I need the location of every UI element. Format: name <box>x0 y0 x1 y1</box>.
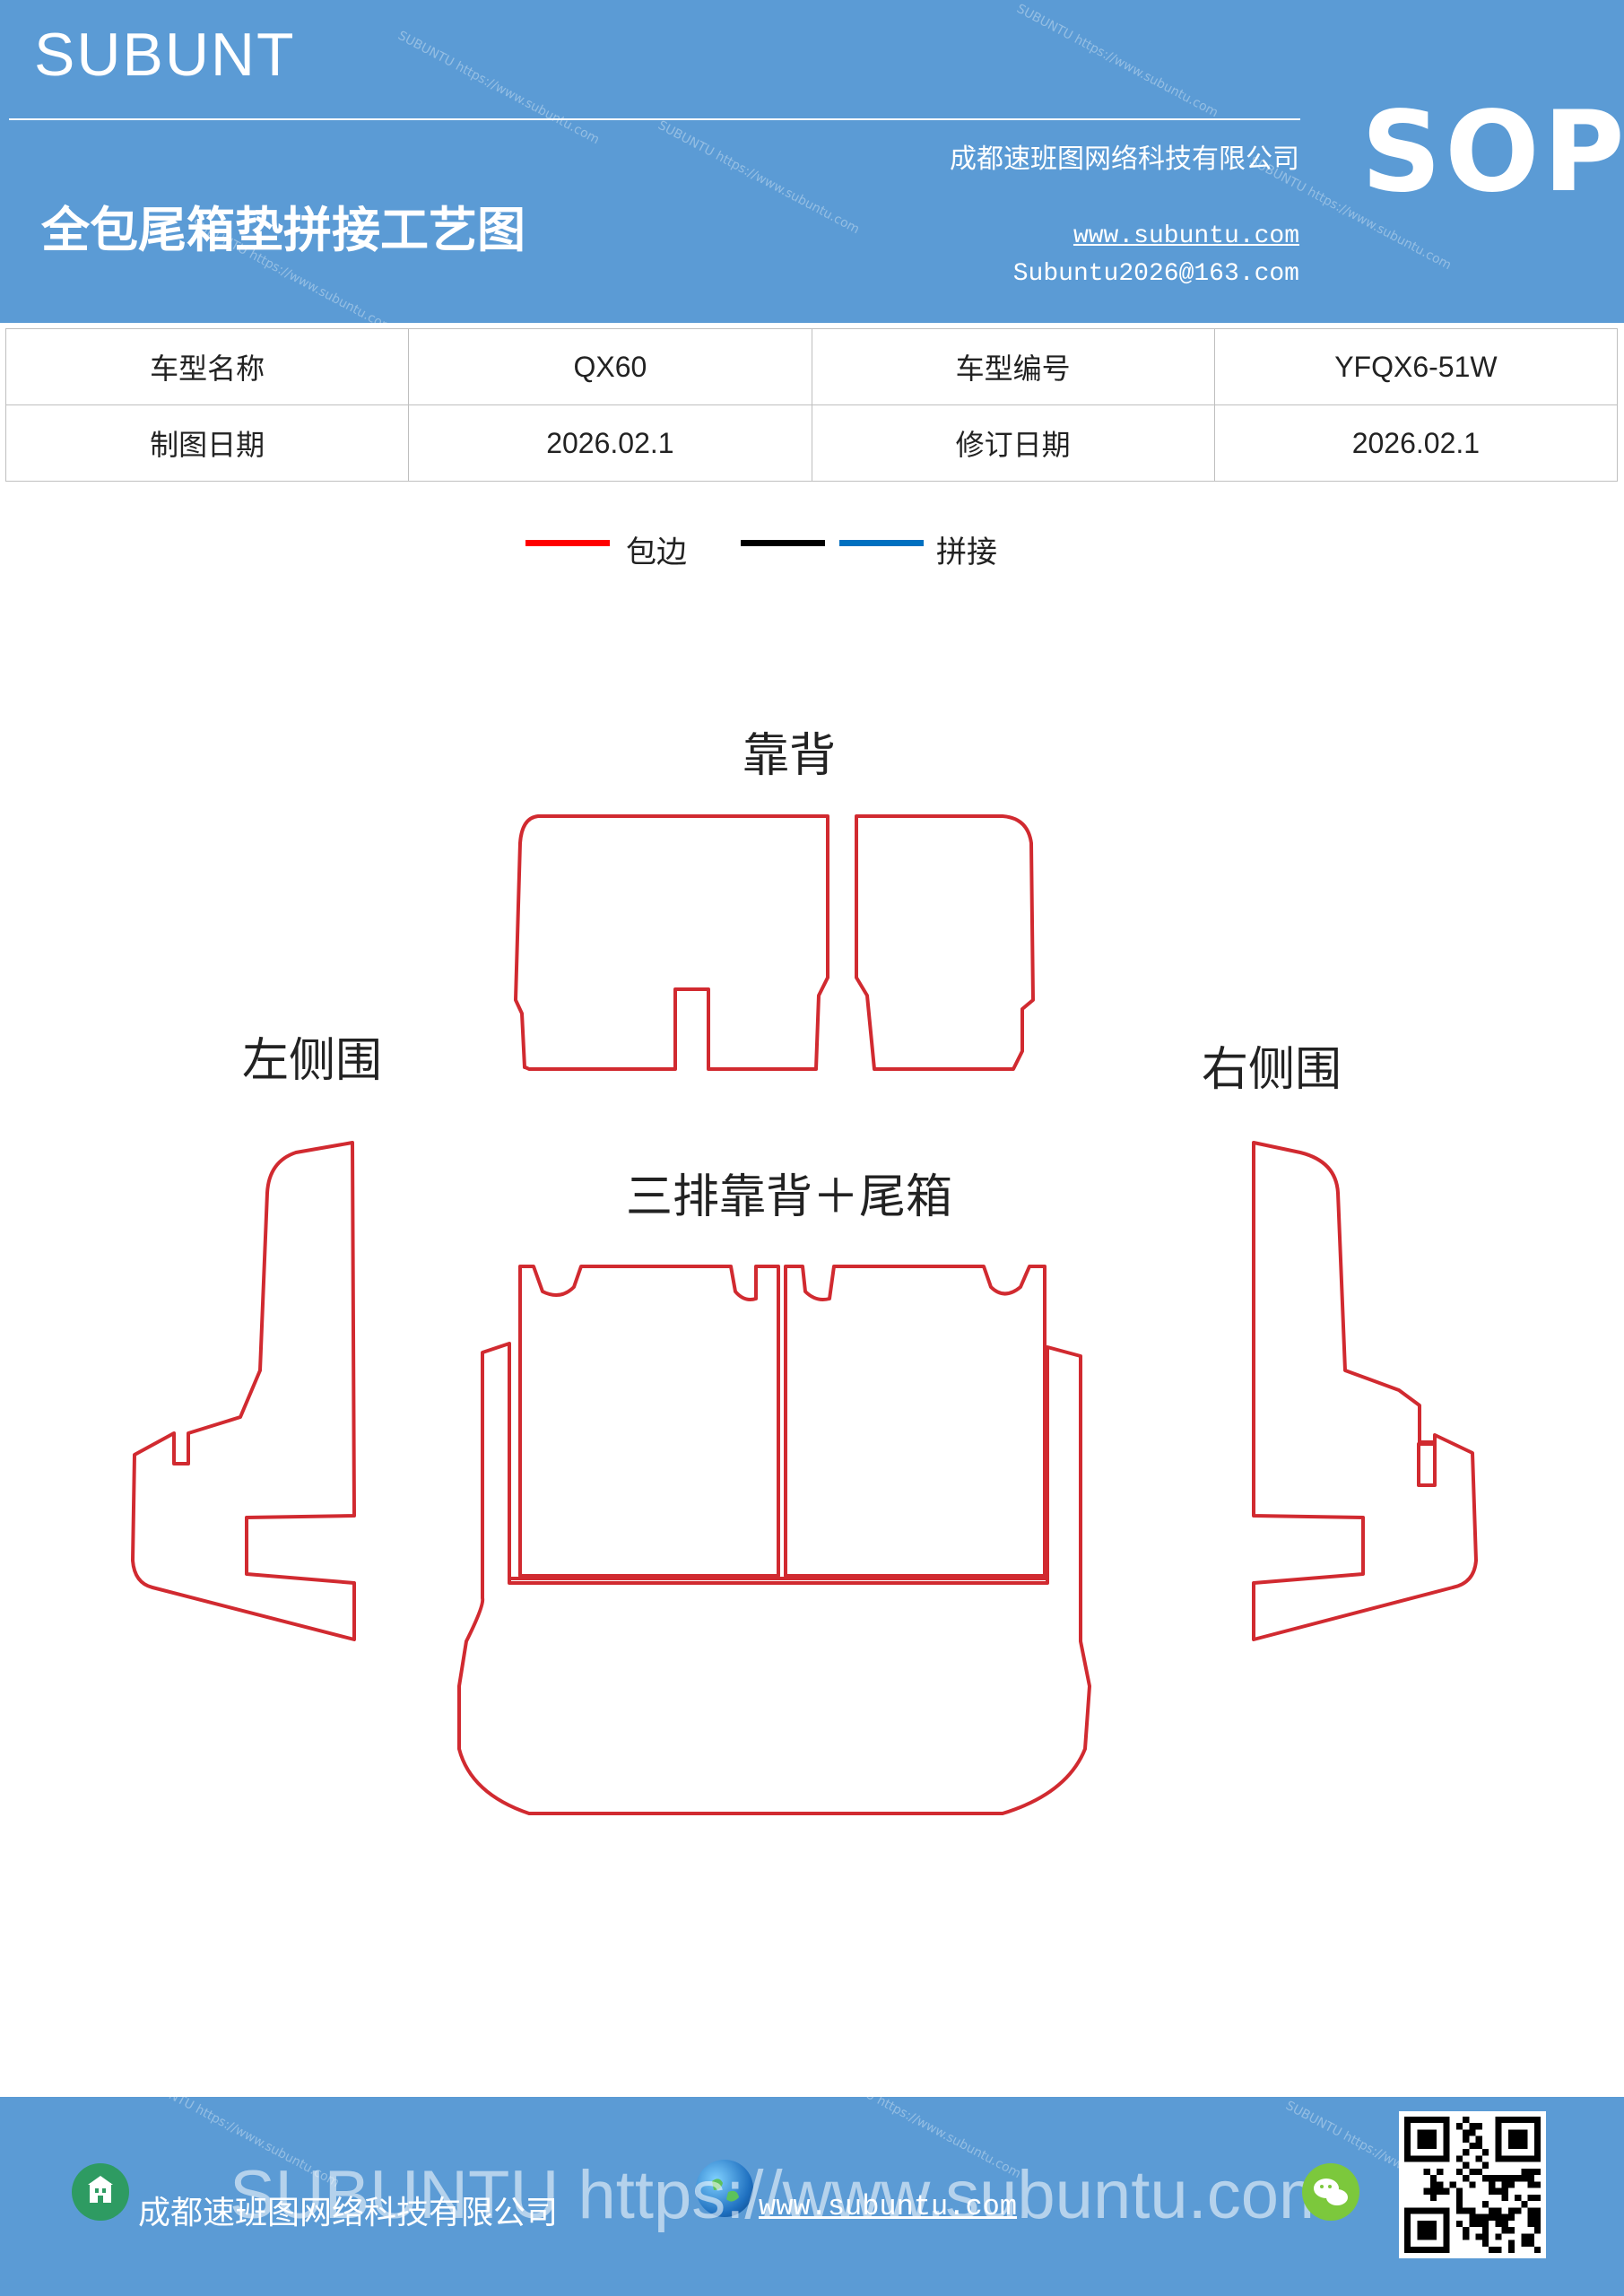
wechat-icon <box>1302 2163 1359 2221</box>
model-code-label: 车型编号 <box>811 328 1215 405</box>
label-right-side: 右侧围 <box>1202 1043 1342 1097</box>
watermark: SUBUNTU https://www.subuntu.com <box>1013 1 1220 121</box>
watermark: SUBUNTU https://www.subuntu.com <box>395 28 602 148</box>
globe-icon <box>696 2160 753 2217</box>
vehicle-info-table: 车型名称 QX60 车型编号 YFQX6-51W 制图日期 2026.02.1 … <box>4 328 1619 482</box>
revision-date-value: 2026.02.1 <box>1213 404 1619 482</box>
footer-website-link[interactable]: www.subuntu.com <box>759 2190 1018 2223</box>
model-code-value: YFQX6-51W <box>1213 328 1619 405</box>
qr-code <box>1399 2111 1546 2258</box>
trunk-floor-outer <box>457 1342 1091 1815</box>
label-third-row-trunk: 三排靠背＋尾箱 <box>626 1170 952 1224</box>
mat-layout-diagram: 靠背 左侧围 右侧围 三排靠背＋尾箱 <box>131 729 1478 1815</box>
legend-swatch-edging <box>525 540 610 546</box>
footer-watermark-text: SUBUNTU https://www.subuntu.com <box>230 2157 1336 2233</box>
model-name-value: QX60 <box>408 328 812 405</box>
left-side-panel <box>131 1141 356 1641</box>
building-icon <box>72 2163 129 2221</box>
footer-banner: SUBUNTU https://www.subuntu.com SUBUNTU … <box>0 2097 1624 2296</box>
watermark: SUBUNTU https://www.subuntu.com <box>655 117 862 238</box>
third-row-backrest-right <box>784 1265 1046 1578</box>
legend-swatch-black <box>741 540 825 546</box>
revision-date-label: 修订日期 <box>811 404 1215 482</box>
table-row: 制图日期 2026.02.1 修订日期 2026.02.1 <box>4 404 1619 482</box>
backrest-right-piece <box>855 814 1035 1071</box>
sop-badge: SOP <box>1361 88 1624 217</box>
legend-label-edging: 包边 <box>626 535 687 570</box>
model-name-label: 车型名称 <box>4 328 410 405</box>
website-link[interactable]: www.subuntu.com <box>1073 222 1299 250</box>
company-name: 成都速班图网络科技有限公司 <box>950 144 1299 175</box>
footer-company-name: 成都速班图网络科技有限公司 <box>138 2195 559 2231</box>
third-row-backrest-left <box>518 1265 780 1578</box>
backrest-left-piece <box>514 814 829 1071</box>
draw-date-label: 制图日期 <box>4 404 410 482</box>
document-title: 全包尾箱垫拼接工艺图 <box>41 202 525 258</box>
contact-email[interactable]: Subuntu2026@163.com <box>1012 260 1299 288</box>
label-left-side: 左侧围 <box>242 1034 382 1088</box>
table-row: 车型名称 QX60 车型编号 YFQX6-51W <box>4 328 1619 405</box>
label-backrest: 靠背 <box>743 729 836 783</box>
draw-date-value: 2026.02.1 <box>408 404 812 482</box>
right-side-panel <box>1252 1141 1478 1641</box>
header-divider <box>9 118 1300 120</box>
legend-swatch-splice <box>839 540 924 546</box>
header-banner: SUBUNTU https://www.subuntu.com SUBUNTU … <box>0 0 1624 323</box>
legend-label-splice: 拼接 <box>936 535 997 570</box>
legend: 包边 拼接 <box>0 527 1624 572</box>
brand-name: SUBUNT <box>34 21 296 89</box>
